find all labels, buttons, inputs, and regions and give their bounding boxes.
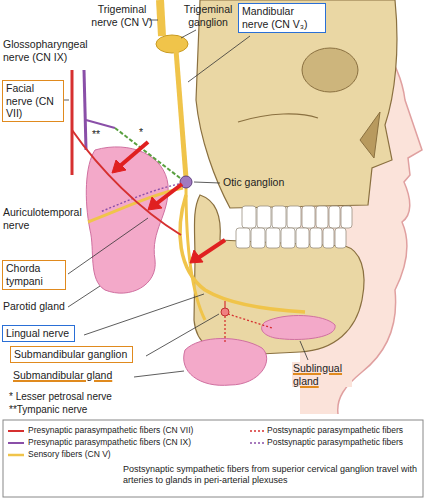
box-label: Chorda tympani (6, 262, 62, 287)
label-box: Chorda tympani (2, 260, 66, 290)
legend-text: Presynaptic parasympathetic fibers (CN V… (28, 425, 193, 435)
part-label: Sublingual gland (292, 362, 352, 387)
lingual-nerve (180, 195, 305, 312)
submandibular-ganglion (221, 308, 229, 316)
sublingual-gland (262, 316, 336, 340)
legend-sample (8, 442, 24, 444)
box-label: Submandibular ganglion (14, 348, 129, 361)
note-text: Postsynaptic sympathetic fibers from sup… (122, 464, 420, 486)
parotid-gland (86, 147, 168, 293)
part-label: Auriculotemporal nerve (2, 206, 88, 231)
legend-sample (250, 442, 264, 444)
label-box: Mandibular nerve (CN V₃) (238, 3, 326, 33)
part-label: **Tympanic nerve (8, 404, 88, 416)
skull (196, 0, 397, 208)
box-label: Mandibular nerve (CN V₃) (242, 5, 322, 30)
postsynaptic-vii-fibers (225, 314, 272, 344)
orbit (302, 48, 358, 92)
part-label: ** (91, 128, 101, 141)
ganglion-stalk (224, 301, 225, 308)
zygomatic-arch (238, 114, 318, 122)
legend-text: Postsynaptic parasympathetic fibers (267, 437, 403, 447)
part-label: * Lesser petrosal nerve (8, 391, 113, 403)
part-label: Otic ganglion (222, 176, 285, 189)
leader-lines (64, 20, 308, 377)
glossopharyngeal-nerve (84, 70, 86, 150)
chorda-tympani (72, 130, 181, 235)
mandible (194, 195, 364, 355)
label-box: Lingual nerve (2, 325, 75, 342)
legend-box (3, 420, 423, 497)
mandibular-nerve (176, 50, 186, 178)
trigeminal-ganglion (156, 35, 188, 53)
tympanic-nerve (86, 120, 115, 128)
legend-text: Sensory fibers (CN V) (28, 449, 111, 459)
part-label: Parotid gland (2, 300, 66, 313)
box-label: Lingual nerve (6, 327, 71, 340)
trigeminal-nerve (160, 0, 162, 36)
legend-sample (8, 430, 24, 432)
legend-text: Postsynaptic parasympathetic fibers (267, 425, 403, 435)
pointer-arrows (112, 142, 225, 263)
teeth (236, 206, 352, 248)
label-box: Submandibular ganglion (10, 346, 133, 363)
box-label: Facial nerve (CN VII) (6, 82, 60, 120)
facial-nerve (71, 70, 74, 175)
part-label: Trigeminal nerve (CN V) (88, 3, 156, 28)
part-label: * (138, 126, 144, 139)
legend-sample (8, 454, 24, 457)
part-label: Submandibular gland (12, 369, 113, 382)
part-label: Trigeminal ganglion (178, 3, 238, 28)
part-label: Glossopharyngeal nerve (CN IX) (2, 38, 96, 63)
legend-text: Presynaptic parasympathetic fibers (CN I… (28, 437, 191, 447)
legend-sample (250, 430, 264, 432)
nasal-cavity (360, 112, 380, 158)
submandibular-gland (184, 338, 267, 385)
postsynaptic-ix-fibers (100, 183, 183, 212)
label-box: Facial nerve (CN VII) (2, 80, 64, 122)
